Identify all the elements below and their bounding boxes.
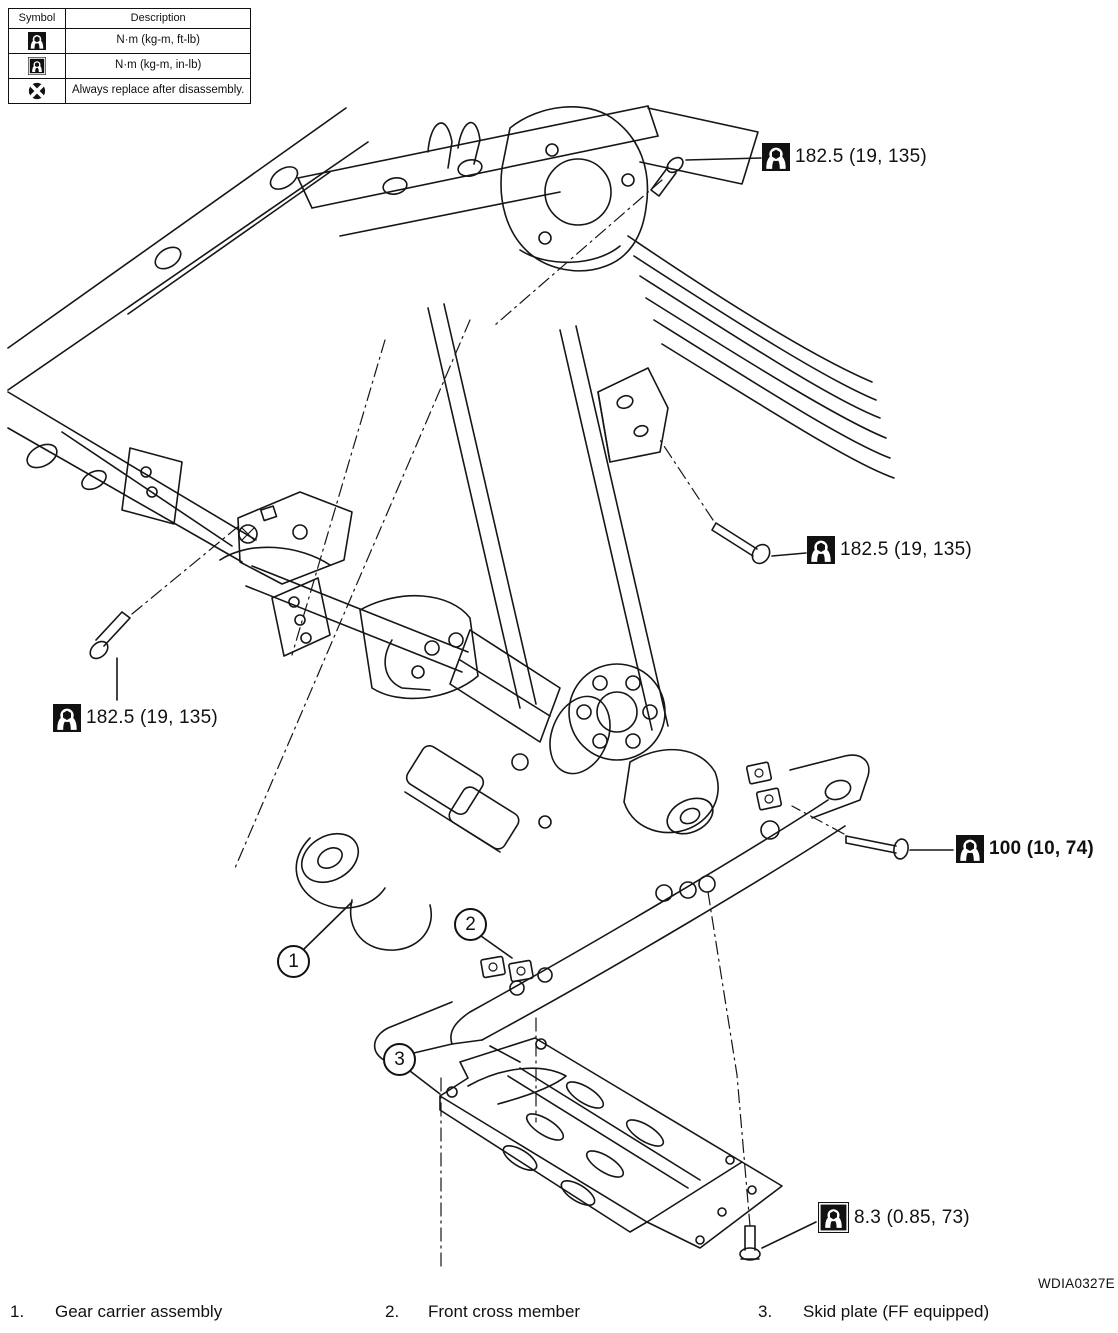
torque-wrench-ftlb-icon [53,704,81,732]
leader-lines [116,157,954,1249]
legend-description: N·m (kg-m, in-lb) [64,53,252,79]
bolt-left [89,611,131,660]
torque-wrench-inlb-icon [28,57,46,75]
legend-header-row: Symbol Description [8,8,252,29]
torque-wrench-inlb-icon [818,1202,849,1233]
torque-value: 182.5 (19, 135) [795,146,927,167]
part-marker-gear-carrier: 1 [277,945,310,978]
torque-callout-top: 182.5 (19, 135) [762,143,927,171]
caption-label-skid-plate: Skid plate (FF equipped) [803,1302,990,1321]
frame-rail-top [297,105,759,272]
figure-code: WDIA0327E [1038,1276,1115,1291]
torque-callout-cross-member: 100 (10, 74) [956,835,1094,863]
bolt-top [650,156,684,197]
torque-value: 8.3 (0.85, 73) [854,1206,970,1228]
torque-callout-left: 182.5 (19, 135) [53,704,218,732]
legend-description: N·m (kg-m, ft-lb) [64,28,252,54]
bolt-cross-member [845,835,909,860]
front-cross-member [373,754,870,1063]
torque-wrench-ftlb-icon [956,835,984,863]
mount-bracket-right [597,367,669,463]
caption-label-gear-carrier: Gear carrier assembly [55,1302,223,1321]
torque-wrench-ftlb-icon [807,536,835,564]
torque-wrench-ftlb-icon [28,32,46,50]
caption-index-2: 2. [385,1302,400,1321]
frame-rail-left [7,107,369,563]
torque-value: 182.5 (19, 135) [840,539,972,560]
caption-index-1: 1. [10,1302,25,1321]
legend-row: Always replace after disassembly. [8,78,252,104]
bolt-skid-plate [739,1225,761,1261]
projection-lines [131,179,845,1269]
legend-row: N·m (kg-m, in-lb) [8,53,252,79]
caption-label-cross-member: Front cross member [428,1302,581,1321]
strut-bars [427,303,669,731]
torque-callout-right: 182.5 (19, 135) [807,536,972,564]
skid-plate [439,1037,783,1249]
bolt-right [711,522,771,565]
legend-table: Symbol Description N·m (kg-m, ft-lb) [8,8,252,104]
leaf-spring [627,235,895,479]
torque-value: 182.5 (19, 135) [86,707,218,728]
gear-carrier-assembly [219,491,719,951]
caption-index-3: 3. [758,1302,773,1321]
torque-wrench-ftlb-icon [762,143,790,171]
legend-description: Always replace after disassembly. [64,78,252,104]
legend-header-description: Description [64,8,252,29]
part-marker-skid-plate: 3 [383,1043,416,1076]
legend-header-symbol: Symbol [8,8,66,29]
torque-value: 100 (10, 74) [989,838,1094,859]
part-marker-cross-member: 2 [454,908,487,941]
legend-row: N·m (kg-m, ft-lb) [8,28,252,54]
torque-callout-skid-plate: 8.3 (0.85, 73) [818,1202,970,1233]
always-replace-icon [28,82,46,100]
